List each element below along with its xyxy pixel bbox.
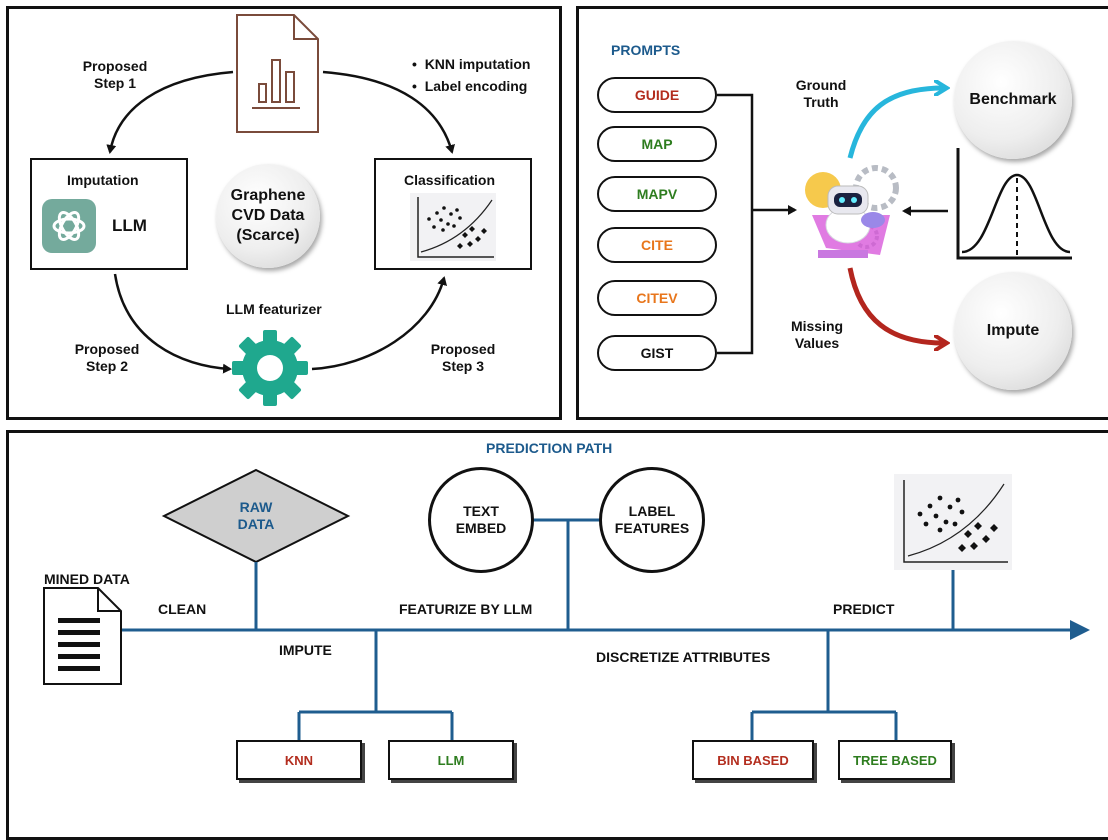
discretize-label: DISCRETIZE ATTRIBUTES <box>596 649 771 665</box>
benchmark-circle: Benchmark <box>954 41 1072 159</box>
clean-label: CLEAN <box>158 601 207 617</box>
leaf-tree-based: TREE BASED <box>838 740 952 780</box>
panel-prompts <box>576 6 1108 420</box>
prompt-map: MAP <box>597 126 717 162</box>
prompt-cite: CITE <box>597 227 717 263</box>
impute-circle: Impute <box>954 272 1072 390</box>
openai-icon <box>42 199 96 253</box>
prompt-guide: GUIDE <box>597 77 717 113</box>
bullet-item: • KNN imputation <box>412 56 531 72</box>
llm-featurizer-label: LLM featurizer <box>226 301 322 317</box>
imputation-llm-label: LLM <box>112 216 147 235</box>
prompt-mapv: MAPV <box>597 176 717 212</box>
panel-workflow <box>6 6 562 420</box>
prompt-gist: GIST <box>597 335 717 371</box>
leaf-knn: KNN <box>236 740 362 780</box>
leaf-bin-based: BIN BASED <box>692 740 814 780</box>
leaf-llm: LLM <box>388 740 514 780</box>
prediction-path-title: PREDICTION PATH <box>486 440 613 456</box>
impute-label: IMPUTE <box>279 642 332 658</box>
classification-title: Classification <box>404 172 496 188</box>
prompts-title: PROMPTS <box>611 42 681 58</box>
predict-label: PREDICT <box>833 601 895 617</box>
mined-data-label: MINED DATA <box>44 571 130 587</box>
featurize-label: FEATURIZE BY LLM <box>399 601 533 617</box>
imputation-title: Imputation <box>67 172 139 188</box>
prompt-citev: CITEV <box>597 280 717 316</box>
bullet-item: • Label encoding <box>412 78 528 94</box>
